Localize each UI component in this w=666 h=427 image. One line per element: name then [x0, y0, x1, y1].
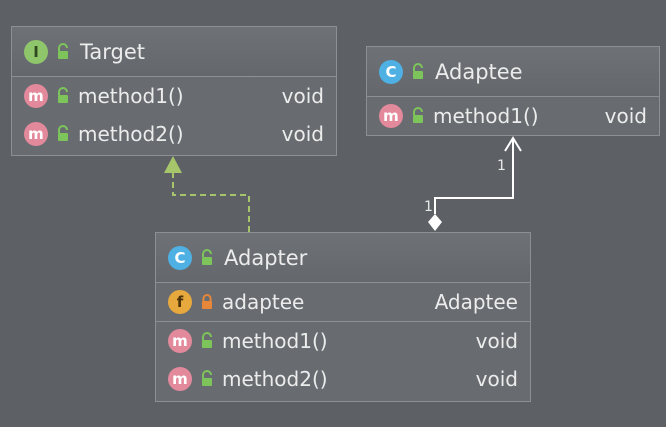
- class-icon: C: [379, 59, 403, 84]
- methods-section: m method1() void m method2() void: [156, 322, 530, 398]
- method-row[interactable]: m method2() void: [12, 115, 336, 153]
- method-row[interactable]: m method1() void: [156, 322, 530, 360]
- public-lock-icon: [58, 87, 68, 103]
- field-type: Adaptee: [434, 290, 518, 314]
- method-icon: m: [379, 104, 403, 128]
- public-lock-icon: [202, 248, 212, 265]
- public-lock-icon: [413, 107, 423, 123]
- source-multiplicity: 1: [424, 199, 433, 215]
- class-title: Adaptee: [435, 59, 523, 84]
- target-multiplicity: 1: [497, 158, 506, 174]
- method-icon: m: [168, 329, 192, 353]
- class-title: Adapter: [224, 245, 308, 270]
- association-arrowhead: [504, 136, 522, 152]
- target-header: I Target: [12, 27, 336, 77]
- adapter-class-box[interactable]: C Adapter f adaptee Adaptee m method1() …: [155, 232, 531, 402]
- method-name: method2(): [78, 122, 184, 146]
- method-row[interactable]: m method2() void: [156, 360, 530, 398]
- field-icon: f: [168, 290, 192, 314]
- class-title: Target: [80, 39, 145, 64]
- public-lock-icon: [202, 370, 212, 386]
- method-row[interactable]: m method1() void: [12, 77, 336, 115]
- implements-line: [172, 173, 250, 232]
- methods-section: m method1() void m method2() void: [12, 77, 336, 153]
- method-name: method2(): [222, 367, 328, 391]
- target-class-box[interactable]: I Target m method1() void m method2() vo…: [11, 26, 337, 156]
- method-name: method1(): [433, 104, 539, 128]
- adaptee-class-box[interactable]: C Adaptee m method1() void: [366, 46, 660, 136]
- method-icon: m: [24, 84, 48, 108]
- return-type: void: [281, 122, 324, 146]
- fields-section: f adaptee Adaptee: [156, 283, 530, 322]
- implements-arrowhead: [164, 156, 182, 173]
- return-type: void: [281, 84, 324, 108]
- public-lock-icon: [202, 332, 212, 348]
- public-lock-icon: [58, 42, 68, 59]
- method-icon: m: [24, 122, 48, 146]
- interface-icon: I: [24, 39, 48, 64]
- method-name: method1(): [78, 84, 184, 108]
- return-type: void: [604, 104, 647, 128]
- adaptee-header: C Adaptee: [367, 47, 659, 97]
- public-lock-icon: [58, 125, 68, 141]
- field-name: adaptee: [222, 290, 305, 314]
- method-name: method1(): [222, 329, 328, 353]
- field-row[interactable]: f adaptee Adaptee: [156, 283, 530, 321]
- method-icon: m: [168, 367, 192, 391]
- method-row[interactable]: m method1() void: [367, 97, 659, 135]
- return-type: void: [475, 329, 518, 353]
- class-icon: C: [168, 245, 192, 270]
- public-lock-icon: [413, 62, 423, 79]
- aggregation-diamond: [428, 214, 442, 231]
- adapter-header: C Adapter: [156, 233, 530, 283]
- association-line: [434, 138, 514, 214]
- private-lock-icon: [202, 294, 212, 309]
- methods-section: m method1() void: [367, 97, 659, 135]
- return-type: void: [475, 367, 518, 391]
